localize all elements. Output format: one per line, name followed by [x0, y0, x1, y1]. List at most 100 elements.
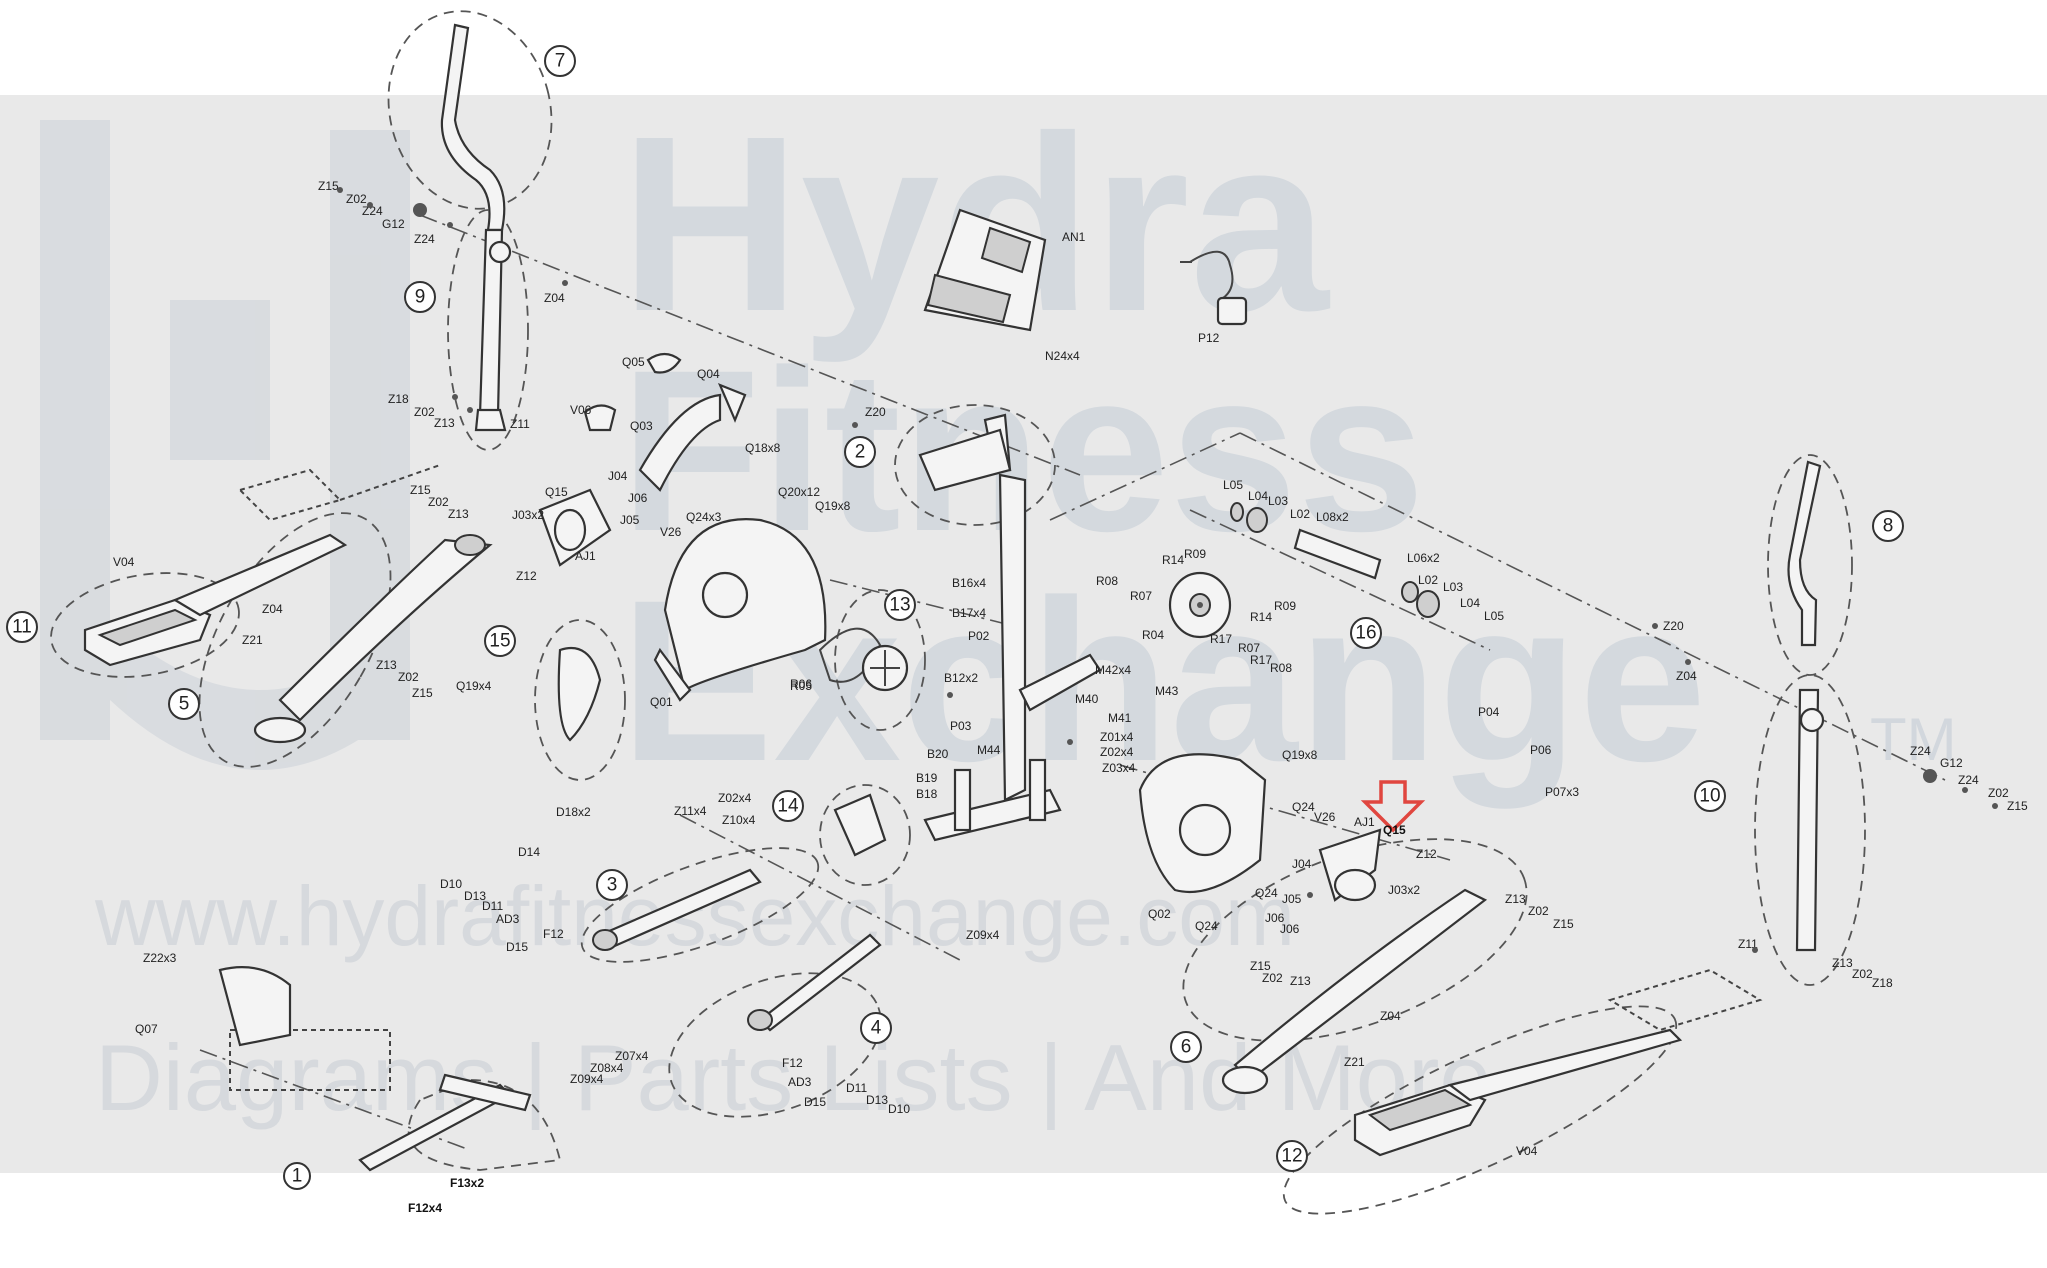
- part-label: Q07: [135, 1022, 158, 1036]
- callout-5: 5: [168, 688, 200, 720]
- part-label: Z13: [434, 416, 455, 430]
- part-label: Z09x4: [570, 1072, 604, 1086]
- part-label: Z13: [448, 507, 469, 521]
- part-label: L05: [1484, 609, 1504, 623]
- svg-text:8: 8: [1883, 516, 1894, 537]
- part-label: R08: [1096, 574, 1118, 588]
- part-label: J04: [1292, 857, 1312, 871]
- part-label: Z24: [1958, 773, 1979, 787]
- part-label: Z12: [516, 569, 537, 583]
- part-label: B19: [916, 771, 938, 785]
- part-label: Z24: [414, 232, 435, 246]
- part-label: R17: [1250, 653, 1272, 667]
- adapter-p12: [1180, 250, 1248, 326]
- callout-1: 1: [283, 1162, 311, 1190]
- part-label: V04: [1516, 1144, 1538, 1158]
- part-label: Z09x4: [966, 928, 1000, 942]
- part-label: AN1: [1062, 230, 1086, 244]
- part-label: Z02: [1262, 971, 1283, 985]
- part-label: Z02x4: [1100, 745, 1134, 759]
- part-label: Z02: [428, 495, 449, 509]
- part-label: Z11: [510, 417, 530, 431]
- crank-arm-left: [538, 488, 612, 567]
- part-label: R09: [1274, 599, 1296, 613]
- part-label: Z10x4: [722, 813, 756, 827]
- part-label: Q24: [1255, 886, 1278, 900]
- part-label: Q19x8: [1282, 748, 1318, 762]
- part-label: Q24: [1292, 800, 1315, 814]
- part-label: Z15: [1250, 959, 1271, 973]
- part-label: Z02: [1528, 904, 1549, 918]
- part-label: B16x4: [952, 576, 986, 590]
- part-label: Z20: [1663, 619, 1684, 633]
- part-label: P03: [950, 719, 972, 733]
- part-label: R05: [790, 679, 812, 693]
- highlight-arrow: [1360, 780, 1426, 833]
- part-label: L08x2: [1316, 510, 1349, 524]
- upright-frame-2: [918, 413, 1102, 842]
- callout-16: 16: [1350, 617, 1382, 649]
- part-label: Z15: [2007, 799, 2028, 813]
- svg-text:5: 5: [179, 694, 190, 715]
- callout-7: 7: [544, 45, 576, 77]
- part-label: P04: [1478, 705, 1500, 719]
- cover-q03: [583, 352, 747, 492]
- svg-text:11: 11: [12, 617, 32, 638]
- svg-text:9: 9: [415, 287, 426, 308]
- part-label: J03x2: [1388, 883, 1420, 897]
- part-label: Z04: [262, 602, 283, 616]
- part-label: Z12: [1416, 847, 1437, 861]
- svg-text:1: 1: [292, 1166, 303, 1187]
- part-label: Q19x8: [815, 499, 851, 513]
- part-label: V26: [1314, 810, 1336, 824]
- part-label: L02: [1418, 573, 1438, 587]
- part-label: Z13: [1290, 974, 1311, 988]
- part-label: Z24: [1910, 744, 1931, 758]
- part-label: G12: [1940, 756, 1963, 770]
- watermark-url: www.hydrafitnessexchange.com: [94, 869, 1295, 963]
- part-label: D10: [440, 877, 462, 891]
- part-label: V26: [660, 525, 682, 539]
- highlighted-part-label: Q15: [1383, 823, 1406, 837]
- callout-9: 9: [404, 281, 436, 313]
- part-label: Z04: [1380, 1009, 1401, 1023]
- part-label: D10: [888, 1102, 910, 1116]
- part-label: J05: [620, 513, 640, 527]
- svg-text:6: 6: [1181, 1037, 1192, 1058]
- part-label: P06: [1530, 743, 1552, 757]
- part-label: Z08x4: [590, 1061, 624, 1075]
- callout-11: 11: [6, 611, 38, 643]
- part-label: Z22x3: [143, 951, 177, 965]
- part-label: M40: [1075, 692, 1099, 706]
- callout-10: 10: [1694, 780, 1726, 812]
- svg-text:2: 2: [855, 442, 866, 463]
- callout-14: 14: [772, 790, 804, 822]
- crossbar-3: [592, 868, 762, 951]
- part-label: Z02: [1988, 786, 2009, 800]
- part-label: Z02: [414, 405, 435, 419]
- part-label: V04: [113, 555, 135, 569]
- part-label: D13: [464, 889, 486, 903]
- part-label: Z21: [242, 633, 263, 647]
- pedal-arm-6: [1221, 888, 1488, 1095]
- part-label: Q05: [622, 355, 645, 369]
- callout-4: 4: [860, 1012, 892, 1044]
- svg-text:14: 14: [777, 796, 799, 817]
- part-label: M44: [977, 743, 1001, 757]
- part-label: Z02x4: [718, 791, 752, 805]
- part-label: B12x2: [944, 671, 978, 685]
- svg-text:3: 3: [607, 875, 618, 896]
- part-label: B17x4: [952, 606, 986, 620]
- part-label: AJ1: [575, 549, 596, 563]
- part-label: D14: [518, 845, 540, 859]
- part-label: P12: [1198, 331, 1220, 345]
- part-label: M42x4: [1095, 663, 1131, 677]
- part-label: G12: [382, 217, 405, 231]
- belt-pulley-13: [818, 627, 909, 692]
- part-label: R08: [1270, 661, 1292, 675]
- svg-text:12: 12: [1281, 1146, 1302, 1167]
- fastener-markers: [337, 187, 1998, 953]
- callout-8: 8: [1872, 510, 1904, 542]
- part-label: Z03x4: [1102, 761, 1136, 775]
- callout-12: 12: [1276, 1140, 1308, 1172]
